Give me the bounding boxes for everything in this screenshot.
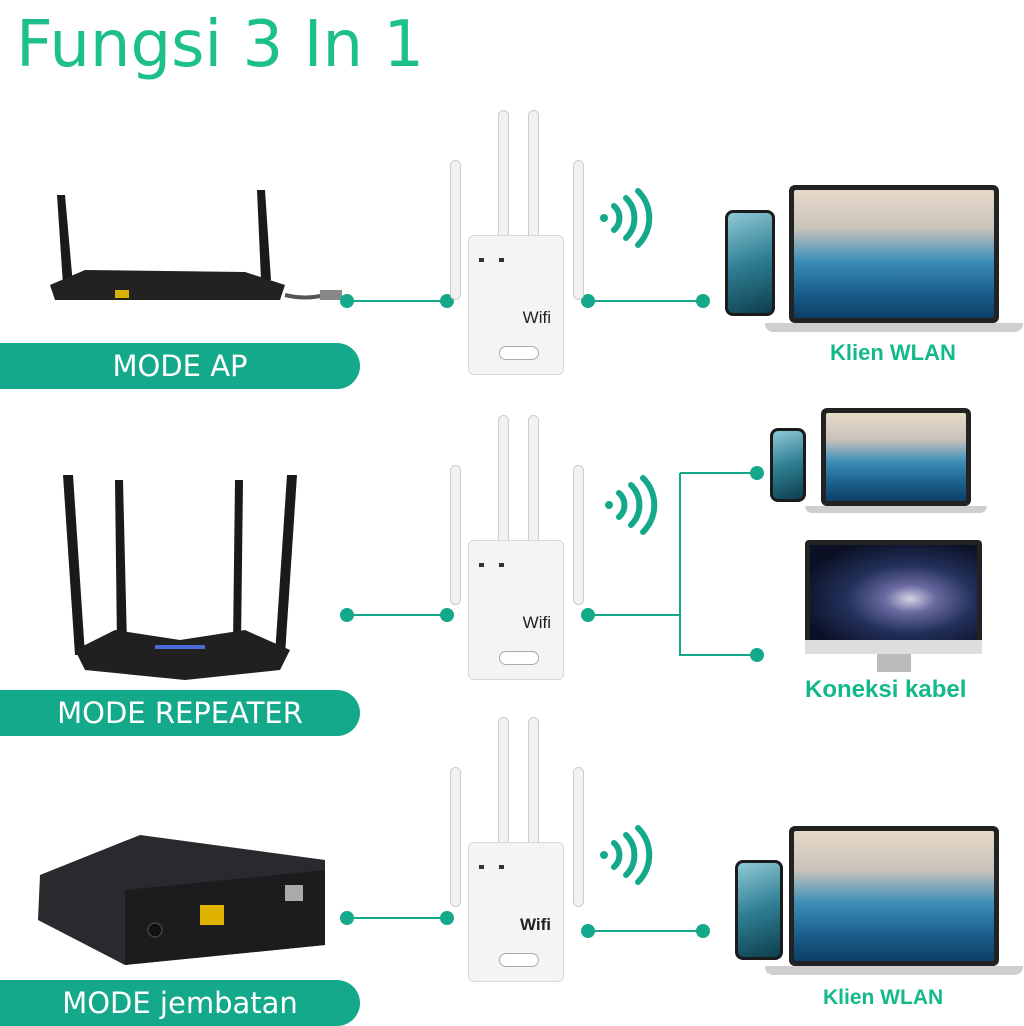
laptop-image: [765, 185, 1023, 333]
connector-dot: [340, 911, 354, 925]
client-label: Koneksi kabel: [805, 676, 967, 703]
smartphone-image: [770, 428, 806, 502]
connector-dot: [440, 608, 454, 622]
wifi-signal-icon: [600, 825, 653, 885]
client-label: Klien WLAN: [830, 340, 956, 365]
connector-dot: [581, 294, 595, 308]
router-ap-image: [50, 190, 342, 300]
laptop-image: [805, 408, 987, 514]
mode-repeater-banner: MODE REPEATER: [0, 690, 360, 736]
connector-dot: [750, 466, 764, 480]
wifi-repeater-device: Wifi: [440, 105, 590, 380]
mode-bridge-banner: MODE jembatan: [0, 980, 360, 1026]
client-label: Klien WLAN: [823, 986, 944, 1009]
device-wifi-label: Wifi: [522, 613, 551, 632]
laptop-image: [765, 826, 1023, 976]
connector-dot: [750, 648, 764, 662]
desktop-computer-image: [805, 540, 982, 675]
connector-dot: [340, 294, 354, 308]
wifi-signal-icon: [605, 475, 658, 535]
device-wifi-label: Wifi: [519, 915, 551, 934]
connector-dot: [581, 608, 595, 622]
wifi-repeater-device: Wifi: [440, 410, 590, 685]
device-wifi-label: Wifi: [522, 308, 551, 327]
mode-ap-banner: MODE AP: [0, 343, 360, 389]
connector-dot: [581, 924, 595, 938]
smartphone-image: [735, 860, 783, 960]
connector-dot: [340, 608, 354, 622]
page-title: Fungsi 3 In 1: [16, 8, 425, 82]
wifi-signal-icon: [600, 188, 653, 248]
smartphone-image: [725, 210, 775, 316]
router-repeater-image: [63, 475, 297, 680]
modem-bridge-image: [38, 835, 325, 965]
connector-dot: [440, 911, 454, 925]
connector-dot: [696, 294, 710, 308]
connector-dot: [696, 924, 710, 938]
wifi-repeater-device: Wifi: [440, 712, 590, 987]
